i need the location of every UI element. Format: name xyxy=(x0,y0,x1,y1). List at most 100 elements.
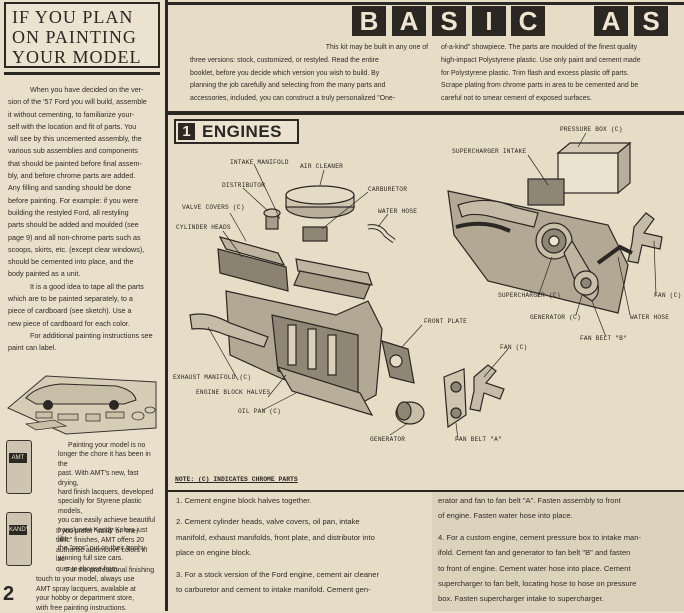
label-valve-covers: VALVE COVERS (C) xyxy=(182,204,245,211)
page-number: 2 xyxy=(3,583,15,605)
step-line: place on engine block. xyxy=(176,548,252,558)
label-supercharger-intake: SUPERCHARGER INTAKE xyxy=(452,148,527,155)
sidebar-lower-line: longer the chore it has been in the xyxy=(58,451,151,468)
sidebar-lower-line: with free painting instructions. xyxy=(36,604,127,612)
sidebar-line: that should be painted before final asse… xyxy=(8,158,142,168)
intro-column-1: This kit may be built in any one of thre… xyxy=(190,42,428,106)
sidebar-title-line-2: ON PAINTING xyxy=(12,27,137,47)
sidebar-line: piece of cardboard (see sketch). Use a xyxy=(8,306,132,316)
carburetor-part xyxy=(302,226,328,242)
sidebar-line: building the restyled Ford, all restylin… xyxy=(8,207,129,217)
sidebar-lower-line: you can easily achieve beautiful xyxy=(58,517,156,525)
step-line: 4. For a custom engine, cement pressure … xyxy=(438,532,642,542)
sidebar-line: various sub assemblies and components xyxy=(8,146,138,156)
intro-line: booklet, before you decide which version… xyxy=(190,69,380,77)
sidebar-line: sion of the '57 Ford you will build, ass… xyxy=(8,97,147,107)
steps-column-2-panel xyxy=(432,492,684,611)
oil-pan-part xyxy=(276,365,374,416)
label-carburetor: CARBURETOR xyxy=(368,186,408,193)
sidebar-line: It is a good idea to tape all the parts xyxy=(30,281,144,291)
sidebar-lower-line: For the professional finishing xyxy=(66,567,155,574)
supercharger-intake-part xyxy=(527,178,565,206)
header-letter: A xyxy=(392,6,426,36)
sidebar-line: new piece of cardboard for each color. xyxy=(8,318,130,328)
sidebar-title: IF YOU PLAN ON PAINTING YOUR MODEL xyxy=(4,2,160,68)
label-intake-manifold: INTAKE MANIFOLD xyxy=(230,159,289,166)
sidebar-line: before painting. For example: if you wer… xyxy=(8,195,139,205)
sidebar-line: scoops, skirts, etc. (except clear windo… xyxy=(8,244,145,254)
section-number: 1 xyxy=(178,123,195,140)
label-water-hose-right: WATER HOSE xyxy=(630,314,670,321)
step-line: box. Fasten supercharger intake to super… xyxy=(438,594,604,604)
label-cylinder-heads: CYLINDER HEADS xyxy=(176,224,231,231)
label-engine-block-halves: ENGINE BLOCK HALVES xyxy=(196,389,271,396)
label-fan-belt-a: FAN BELT "A" xyxy=(455,436,502,443)
steps-column-2: erator and fan to fan belt "A". Fasten a… xyxy=(438,493,682,607)
label-pressure-box: PRESSURE BOX (C) xyxy=(560,126,623,133)
paint-can-label: KANDY xyxy=(9,525,30,535)
sidebar-lower-line: tallic" finishes, AMT offers 20 xyxy=(56,537,144,545)
paint-can-spray-icon: KANDY xyxy=(6,512,32,566)
cylinder-head-part xyxy=(217,248,289,292)
label-exhaust-manifold: EXHAUST MANIFOLD (C) xyxy=(173,374,252,381)
header-letter: C xyxy=(511,6,545,36)
sidebar-lower-line: If you prefer "solid" or "me- xyxy=(56,528,139,535)
exhaust-manifold-part xyxy=(189,313,269,348)
step-line: to carburetor and cement to intake manif… xyxy=(176,585,371,595)
sidebar-lower-line: Painting your model is no xyxy=(68,442,146,449)
header-top-rule xyxy=(168,2,684,5)
chrome-note: NOTE: (C) INDICATES CHROME PARTS xyxy=(175,476,298,483)
step-line: 2. Cement cylinder heads, valve covers, … xyxy=(176,517,360,527)
intro-line: Scrape plating from chrome parts in area… xyxy=(441,82,639,90)
sidebar-line: paint can label. xyxy=(8,343,57,353)
step-line: of engine. Fasten water hose into place. xyxy=(438,511,573,521)
section-heading: 1 ENGINES xyxy=(174,119,299,144)
sidebar-lower-line: quer to choose from. xyxy=(56,565,120,573)
intro-line: careful not to smear cement of exposed s… xyxy=(441,95,592,103)
step-line: 3. For a stock version of the Ford engin… xyxy=(176,569,380,579)
sidebar-line: For additional painting instructions see xyxy=(30,330,153,340)
label-air-cleaner: AIR CLEANER xyxy=(300,163,344,170)
header-letter: I xyxy=(472,6,506,36)
label-oil-pan: OIL PAN (C) xyxy=(238,408,282,415)
sidebar-line: bly, and before chrome parts are added. xyxy=(8,171,136,181)
intro-line: for Polystyrene plastic. Trim flash and … xyxy=(441,69,629,77)
intro-line: of-a-kind" showpiece. The parts are moul… xyxy=(441,44,638,51)
sidebar-lower-line: your hobby or department store, xyxy=(36,595,135,603)
sidebar-line: self with the location and fit of parts.… xyxy=(8,121,137,131)
label-front-plate: FRONT PLATE xyxy=(424,318,468,325)
intro-line: This kit may be built in any one of xyxy=(325,44,428,51)
intro-line: three versions: stock, customized, or re… xyxy=(190,56,379,64)
sidebar-lower-line: past. With AMT's new, fast drying, xyxy=(58,470,139,487)
valve-cover-part xyxy=(218,236,286,266)
cardboard-sketch xyxy=(7,375,157,435)
pressure-box-part xyxy=(557,152,619,194)
label-generator-right: GENERATOR (C) xyxy=(530,314,581,321)
label-generator-left: GENERATOR xyxy=(370,436,406,443)
steps-rule xyxy=(168,490,684,492)
sidebar-line: should be cemented into place, and the xyxy=(8,257,134,267)
header-letter: B xyxy=(352,6,386,36)
fan-left-part xyxy=(469,364,505,412)
sidebar-line: parts should be added and moulded (see xyxy=(8,220,139,230)
sidebar-line: When you have decided on the ver- xyxy=(30,85,144,94)
paint-can-label: AMT xyxy=(9,453,27,463)
sidebar-line: body painted as a unit. xyxy=(8,269,81,279)
label-water-hose-left: WATER HOSE xyxy=(378,208,418,215)
sidebar-line: which are to be painted separately, to a xyxy=(8,294,133,304)
sidebar-spray-text: For the professional finishing touch to … xyxy=(36,566,160,613)
header-letter: S xyxy=(432,6,466,36)
sidebar-lower-line: touch to your model, always use xyxy=(36,576,135,584)
step-line: manifold, exhaust manifolds, front plate… xyxy=(176,532,375,542)
sidebar-lower-line: hard finish lacquers, developed xyxy=(58,489,154,497)
step-line: 1. Cement engine block halves together. xyxy=(176,496,312,505)
intro-line: accessories, included, you can construct… xyxy=(190,95,396,103)
intro-line: high-impact Polystyrene plastic. Use onl… xyxy=(441,56,641,64)
sidebar-lower-line: authentic automotive colors in lac- xyxy=(56,546,148,564)
sidebar-body: When you have decided on the ver- sion o… xyxy=(8,84,158,355)
label-fan-belt-b: FAN BELT "B" xyxy=(580,335,627,342)
sidebar-lower-line: translucent Kandy Kolors just like xyxy=(58,526,148,544)
header-bottom-rule xyxy=(168,111,684,115)
label-fan-right: FAN (C) xyxy=(654,292,682,299)
steps-column-1: 1. Cement engine block halves together. … xyxy=(176,493,430,597)
